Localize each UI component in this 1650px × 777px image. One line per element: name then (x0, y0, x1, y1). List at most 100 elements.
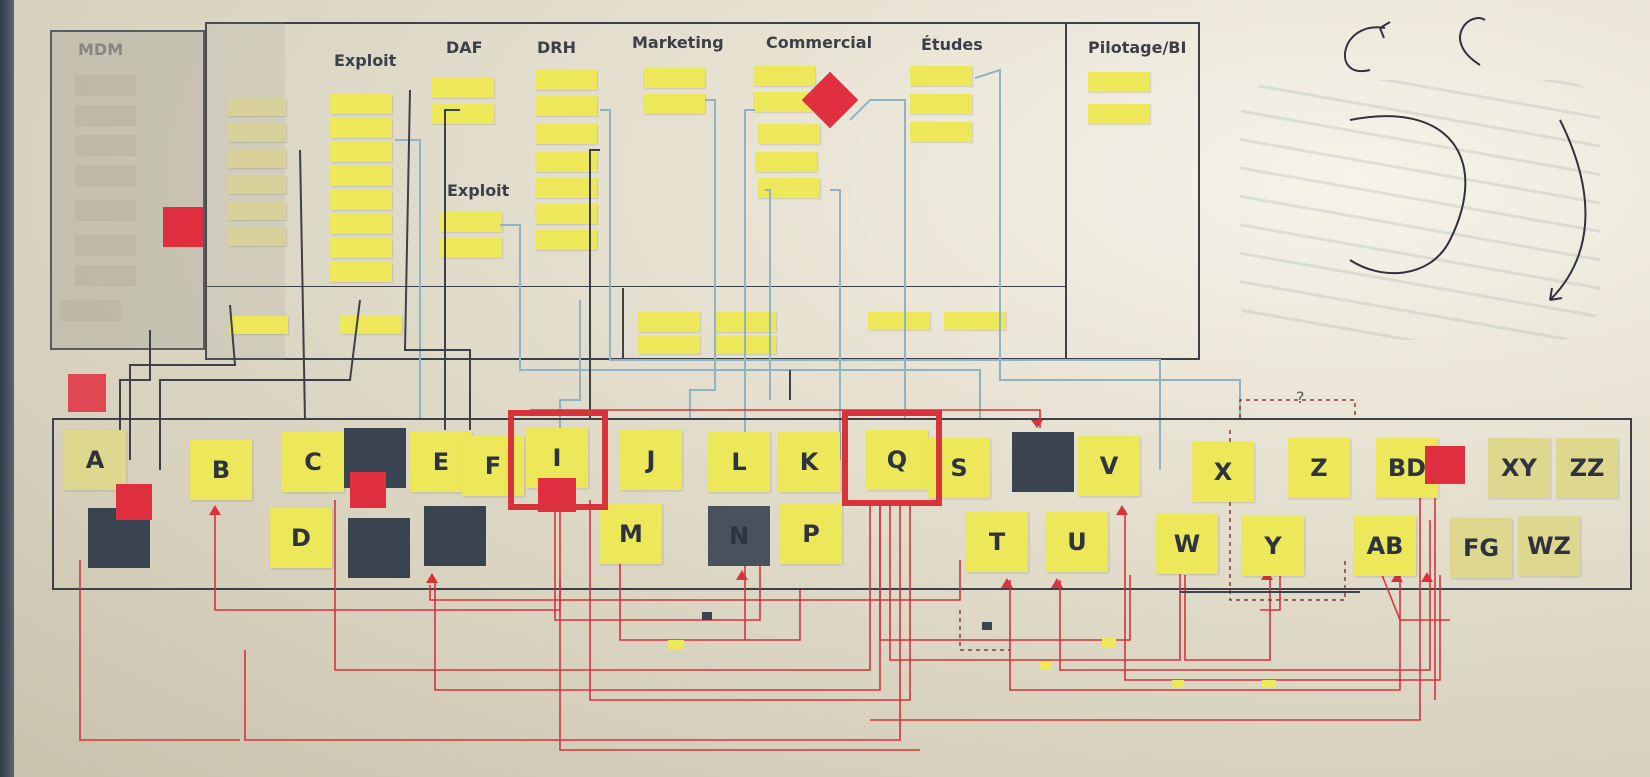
system-note-k: K (778, 432, 840, 492)
exploit-sub-header: Exploit (447, 181, 510, 200)
drh-sticky (535, 70, 597, 90)
system-note-u: U (1046, 512, 1108, 572)
system-note-y: Y (1242, 516, 1304, 576)
exploit-sub-sticky (440, 238, 502, 258)
system-note-z: Z (1288, 438, 1350, 498)
marketing-header: Marketing (632, 33, 724, 52)
drh-sticky (535, 204, 597, 224)
red-marker-square (68, 374, 106, 412)
dark-system-card (348, 518, 410, 578)
system-note-v: V (1078, 436, 1140, 496)
commercial-sticky (758, 124, 820, 144)
system-note-ab: AB (1354, 516, 1416, 576)
system-note-q: Q (866, 430, 928, 490)
dark-system-card (424, 506, 486, 566)
red-marker-square (1425, 446, 1465, 484)
drh-sticky (535, 230, 597, 250)
system-note-fg: FG (1450, 518, 1512, 578)
system-note-p: P (780, 504, 842, 564)
system-note-n: N (708, 506, 770, 566)
highlight-box-q (842, 410, 942, 506)
pilotage-sticky (1088, 72, 1150, 92)
exploit-sticky (330, 142, 392, 162)
exploit-sticky (228, 176, 286, 194)
mdm-sticky (75, 165, 135, 185)
marketing-sticky (643, 68, 705, 88)
exploit-sticky (330, 166, 392, 186)
exploit-sub-sticky (440, 212, 502, 232)
pilotage-frame (1065, 22, 1200, 360)
mdm-header: MDM (78, 40, 124, 59)
commercial-sticky (755, 152, 817, 172)
exploit-sticky (228, 98, 286, 116)
drh-sticky (535, 96, 597, 116)
commercial-sticky (758, 178, 820, 198)
system-note-xy: XY (1488, 438, 1550, 498)
marketing-sticky (643, 94, 705, 114)
daf-sticky (432, 78, 494, 98)
lower-shelf-box (622, 288, 1065, 360)
system-note-b: B (190, 440, 252, 500)
exploit-sticky (330, 262, 392, 282)
mdm-sticky (75, 265, 135, 285)
red-marker-square (350, 472, 386, 508)
system-note-t: T (966, 512, 1028, 572)
dark-system-card (1012, 432, 1074, 492)
red-marker-square (163, 207, 203, 247)
highlight-box-i (508, 410, 608, 510)
exploit-sticky (228, 150, 286, 168)
exploit-sticky (330, 238, 392, 258)
etudes-sticky (910, 94, 972, 114)
pilotage-header: Pilotage/BI (1088, 38, 1187, 57)
system-note-e: E (410, 432, 472, 492)
exploit-sticky (330, 214, 392, 234)
system-note-wz: WZ (1518, 516, 1580, 576)
system-note-l: L (708, 432, 770, 492)
shelf-sticky (868, 312, 930, 330)
exploit-sticky (230, 316, 288, 334)
system-note-w: W (1156, 514, 1218, 574)
mdm-sticky (75, 75, 135, 95)
mdm-sticky (75, 235, 135, 255)
pilotage-sticky (1088, 104, 1150, 124)
left-wall-edge (0, 0, 14, 777)
mdm-sticky (75, 135, 135, 155)
drh-sticky (535, 124, 597, 144)
erased-drawing-area (1240, 80, 1600, 340)
commercial-sticky (753, 66, 815, 86)
lower-shelf-line (205, 286, 1065, 288)
commercial-sticky (753, 92, 815, 112)
etudes-sticky (910, 66, 972, 86)
shelf-sticky (638, 336, 700, 354)
mdm-panel (50, 30, 205, 350)
commercial-header: Commercial (766, 33, 873, 52)
exploit-sticky (330, 190, 392, 210)
system-note-m: M (600, 504, 662, 564)
daf-header: DAF (446, 38, 483, 57)
drh-sticky (535, 178, 597, 198)
system-note-j: J (620, 430, 682, 490)
exploit-sticky (228, 124, 286, 142)
red-marker-square (116, 484, 152, 520)
exploit-sticky (228, 202, 286, 220)
mdm-sticky (75, 200, 135, 220)
system-note-a: A (64, 430, 126, 490)
system-note-x: X (1192, 442, 1254, 502)
mdm-sticky (75, 105, 135, 125)
system-note-zz: ZZ (1556, 438, 1618, 498)
exploit-header: Exploit (334, 51, 397, 70)
exploit-sticky (330, 94, 392, 114)
shelf-sticky (944, 312, 1006, 330)
system-note-c: C (282, 432, 344, 492)
drh-sticky (535, 152, 597, 172)
shelf-sticky (638, 312, 700, 332)
mdm-sticky (60, 300, 120, 320)
question-mark-annotation: ? (1296, 388, 1305, 407)
exploit-sticky (228, 228, 286, 246)
etudes-header: Études (921, 35, 983, 54)
system-note-d: D (270, 508, 332, 568)
etudes-sticky (910, 122, 972, 142)
